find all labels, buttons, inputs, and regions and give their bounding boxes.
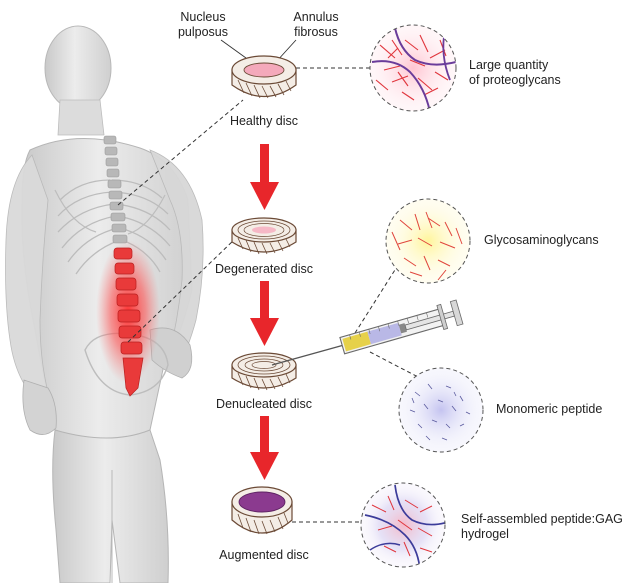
denucleated-disc-icon [232, 353, 296, 390]
glycosaminoglycans-circle [386, 199, 470, 283]
glycosaminoglycans-label: Glycosaminoglycans [484, 233, 599, 248]
nucleus-pulposus-label: Nucleus pulposus [168, 10, 238, 40]
down-arrow-icon [250, 144, 279, 210]
down-arrow-icon [250, 281, 279, 346]
proteoglycans-label: Large quantity of proteoglycans [469, 58, 561, 88]
healthy-disc-label: Healthy disc [214, 114, 314, 129]
augmented-disc-label: Augmented disc [204, 548, 324, 563]
proteoglycans-circle [370, 25, 456, 112]
annulus-fibrosus-label: Annulus fibrosus [284, 10, 348, 40]
monomeric-peptide-label: Monomeric peptide [496, 402, 602, 417]
hydrogel-label: Self-assembled peptide:GAG hydrogel [461, 512, 622, 542]
monomeric-peptide-circle [399, 368, 483, 452]
denucleated-disc-label: Denucleated disc [204, 397, 324, 412]
hydrogel-circle [361, 483, 448, 570]
syringe-icon [272, 300, 463, 365]
degenerated-disc-icon [232, 218, 296, 254]
down-arrow-icon [250, 416, 279, 480]
healthy-disc-icon [232, 56, 296, 98]
human-back-spine-icon [6, 26, 204, 583]
augmented-disc-icon [232, 487, 292, 534]
degenerated-disc-label: Degenerated disc [204, 262, 324, 277]
